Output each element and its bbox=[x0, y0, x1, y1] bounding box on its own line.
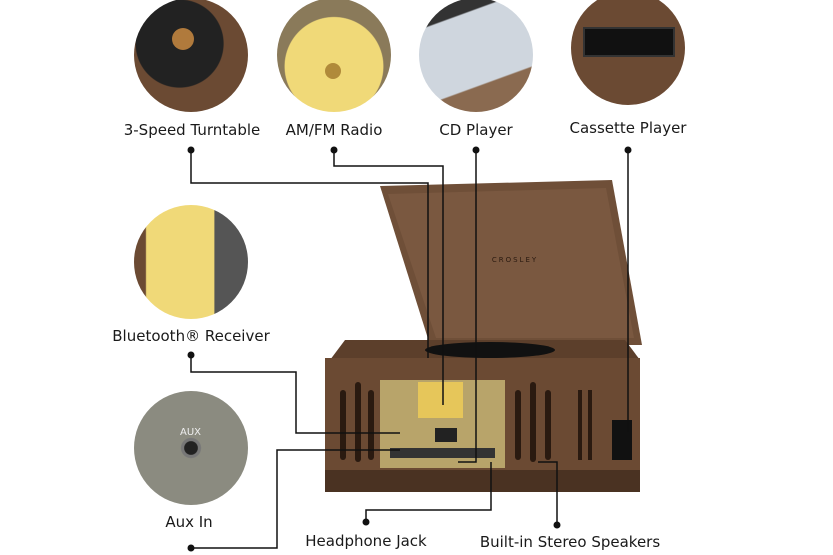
label-aux-in: Aux In bbox=[165, 513, 213, 531]
label-headphone-jack: Headphone Jack bbox=[305, 532, 427, 550]
label-cassette: Cassette Player bbox=[569, 119, 687, 137]
label-speakers: Built-in Stereo Speakers bbox=[479, 533, 661, 551]
aux-detail-image: AUX bbox=[134, 391, 248, 505]
cassette-slot bbox=[612, 420, 632, 460]
cd-detail-image bbox=[419, 0, 533, 112]
platter bbox=[425, 342, 555, 358]
label-bluetooth: Bluetooth® Receiver bbox=[112, 327, 270, 345]
lid-brand: CROSLEY bbox=[492, 256, 538, 264]
cassette-detail-image bbox=[571, 0, 685, 105]
radio-dial bbox=[418, 382, 463, 418]
bluetooth-detail-image bbox=[134, 205, 248, 319]
aux-text: AUX bbox=[180, 427, 202, 438]
label-radio: AM/FM Radio bbox=[285, 121, 383, 139]
radio-detail-image bbox=[277, 0, 391, 112]
label-cd-player: CD Player bbox=[439, 121, 513, 139]
label-turntable: 3-Speed Turntable bbox=[123, 121, 261, 139]
turntable-detail-image bbox=[134, 0, 248, 112]
